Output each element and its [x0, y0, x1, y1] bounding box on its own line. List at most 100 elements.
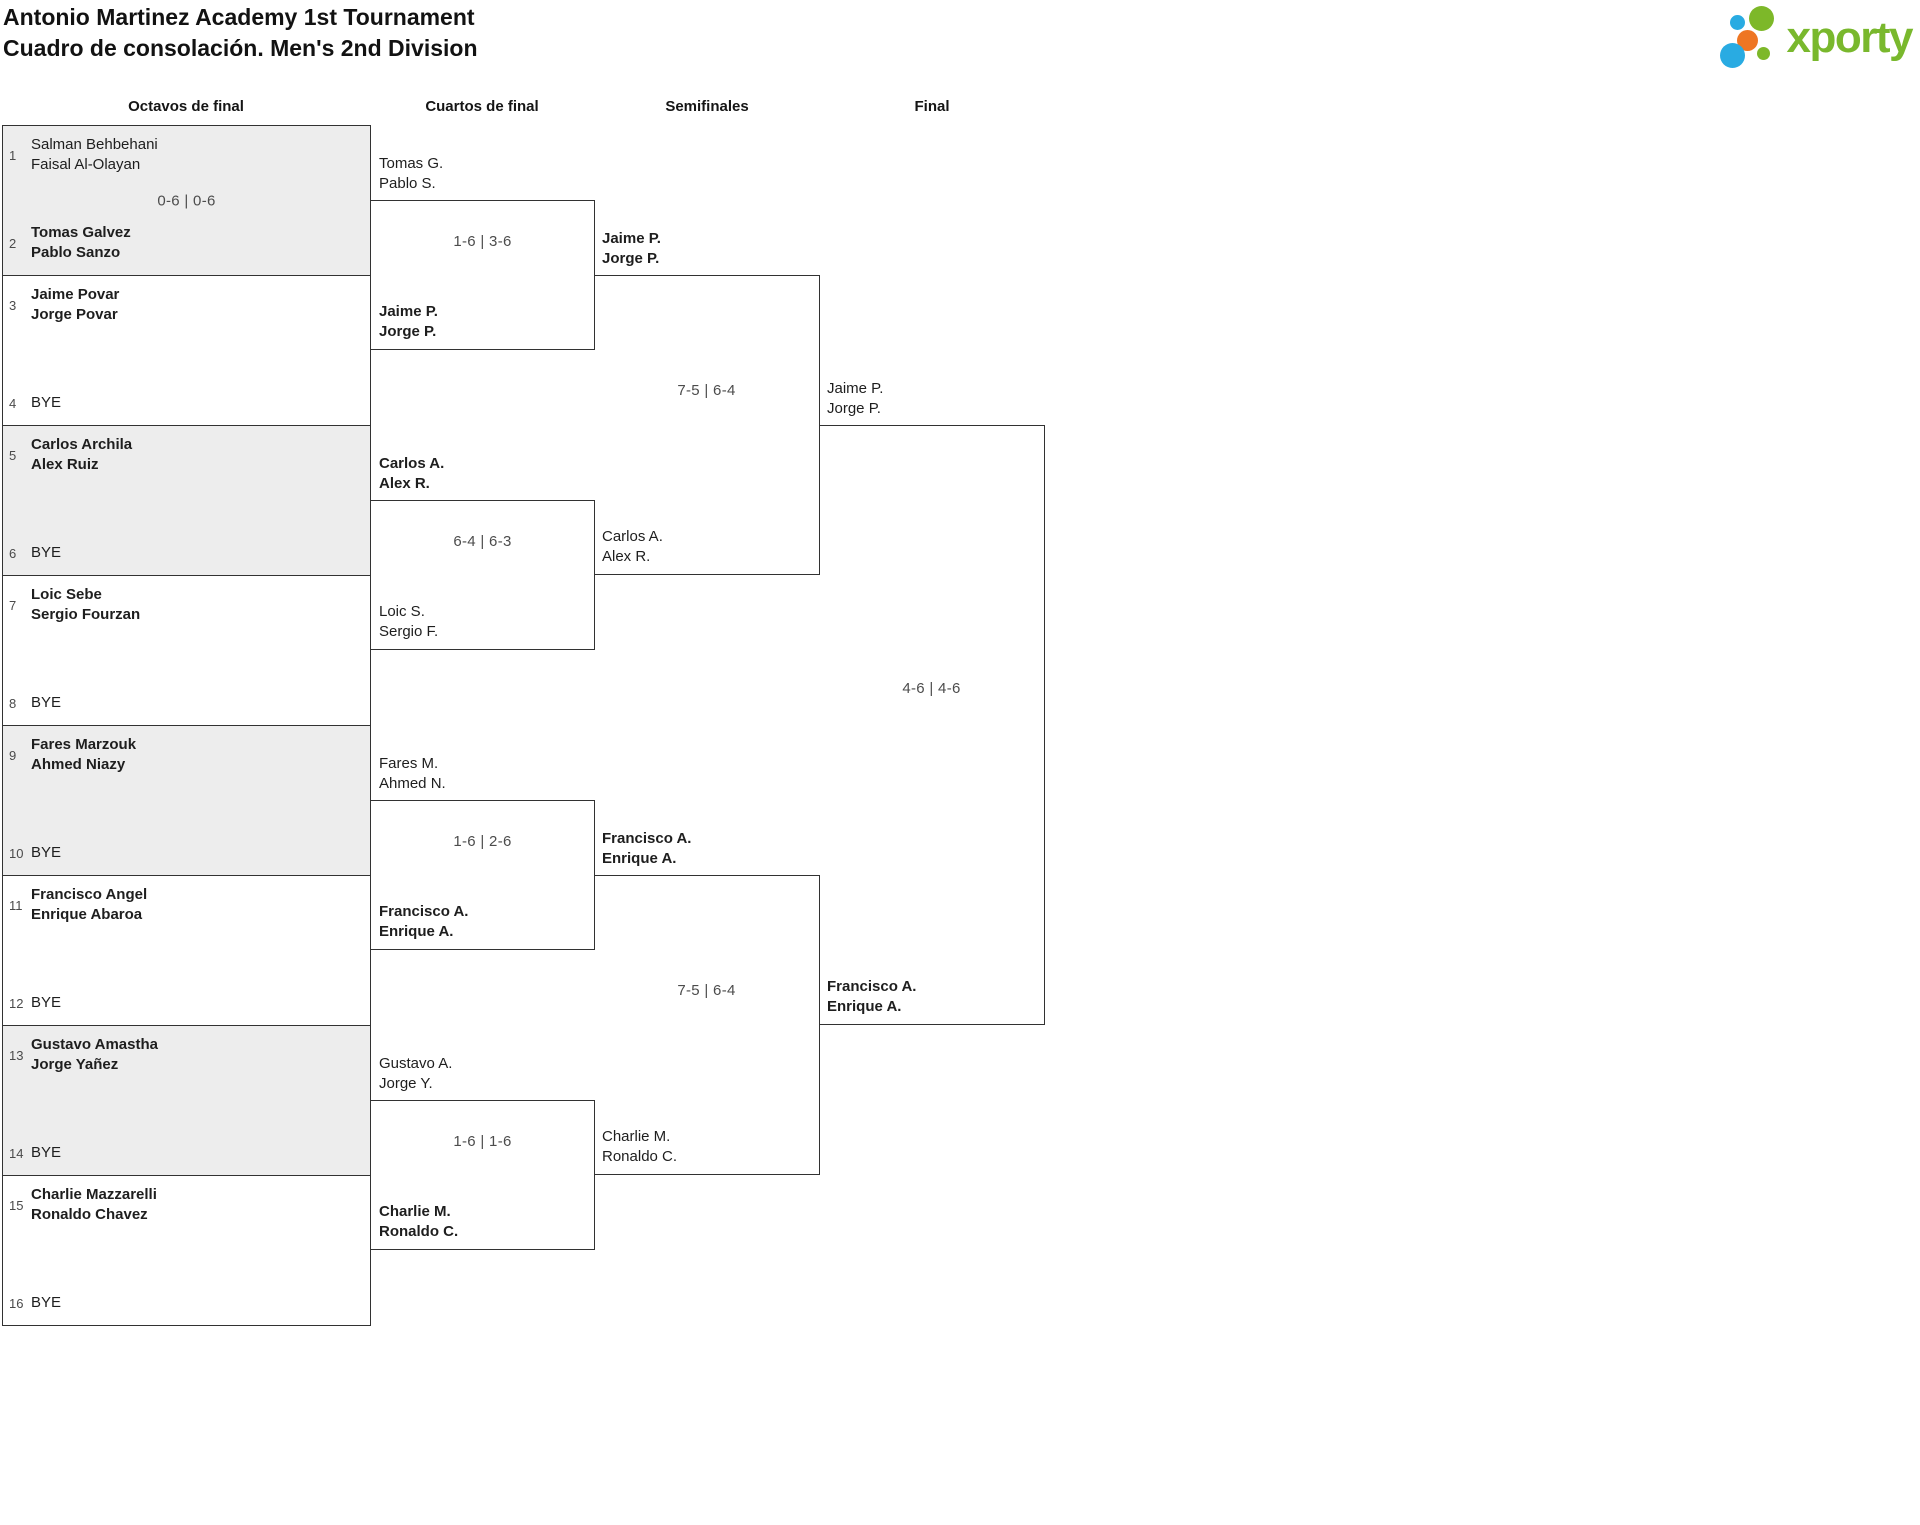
r16-m5-bottom-slot: 10 BYE — [3, 843, 370, 863]
match-score: 1-6 | 2-6 — [453, 833, 512, 850]
r16-m5-top-slot: 9 Fares Marzouk Ahmed Niazy — [3, 735, 370, 775]
r16-m2-top-slot: 3 Jaime Povar Jorge Povar — [3, 285, 370, 325]
player-name-line: Faisal Al-Olayan — [31, 156, 141, 173]
r16-m2-bottom-slot: 4 BYE — [3, 393, 370, 413]
team-name: Salman Behbehani Faisal Al-Olayan — [31, 135, 158, 175]
logo-dot-orange — [1736, 30, 1758, 51]
page-title: Antonio Martinez Academy 1st Tournament … — [3, 2, 478, 64]
player-name-line: Fares M. — [379, 755, 439, 772]
player-name-line: Francisco Angel — [31, 886, 148, 903]
round-header-octavos: Octavos de final — [128, 98, 244, 115]
r16-m1-bottom-slot: 2 Tomas Galvez Pablo Sanzo — [3, 223, 370, 263]
sf2-top-team: Francisco A. Enrique A. — [602, 829, 691, 869]
player-name-line: Francisco A. — [602, 830, 692, 847]
r16-match-8: 15 Charlie Mazzarelli Ronaldo Chavez 16 … — [2, 1175, 371, 1326]
team-name: Gustavo Amastha Jorge Yañez — [31, 1035, 158, 1075]
xporty-logo[interactable]: xporty — [1719, 5, 1914, 71]
title-line-1: Antonio Martinez Academy 1st Tournament — [3, 4, 475, 30]
player-name-line: BYE — [31, 394, 62, 411]
team-name: Tomas Galvez Pablo Sanzo — [31, 223, 131, 263]
logo-dot-blue-large — [1719, 43, 1745, 68]
player-name-line: Jaime P. — [602, 230, 661, 247]
seed-number: 6 — [9, 545, 17, 561]
r16-m4-bottom-slot: 8 BYE — [3, 693, 370, 713]
r16-match-4: 7 Loic Sebe Sergio Fourzan 8 BYE — [2, 575, 371, 725]
player-name-line: Francisco A. — [827, 978, 917, 995]
match-score: 1-6 | 1-6 — [453, 1133, 512, 1150]
seed-number: 2 — [9, 235, 17, 251]
player-name-line: Ronaldo C. — [379, 1223, 459, 1240]
r16-m4-top-slot: 7 Loic Sebe Sergio Fourzan — [3, 585, 370, 625]
match-score: 4-6 | 4-6 — [902, 680, 961, 697]
seed-number: 5 — [9, 447, 17, 463]
r16-match-3: 5 Carlos Archila Alex Ruiz 6 BYE — [2, 425, 371, 575]
team-name: Charlie Mazzarelli Ronaldo Chavez — [31, 1185, 157, 1225]
final-top-team: Jaime P. Jorge P. — [827, 379, 883, 419]
qf4-bottom-team: Charlie M. Ronaldo C. — [379, 1202, 458, 1242]
player-name-line: Enrique Abaroa — [31, 906, 143, 923]
player-name-line: BYE — [31, 1294, 62, 1311]
seed-number: 14 — [9, 1145, 24, 1161]
final-match: Jaime P. Jorge P. 4-6 | 4-6 Francisco A.… — [819, 380, 1045, 1025]
bye-label: BYE — [31, 543, 61, 563]
match-score: 1-6 | 3-6 — [453, 233, 512, 250]
player-name-line: Loic Sebe — [31, 586, 102, 603]
player-name-line: Jorge Y. — [379, 1075, 433, 1092]
seed-number: 12 — [9, 995, 24, 1011]
xporty-logo-text: xporty — [1786, 13, 1914, 62]
player-name-line: BYE — [31, 694, 62, 711]
bye-label: BYE — [31, 993, 61, 1013]
player-name-line: Enrique A. — [602, 850, 677, 867]
seed-number: 11 — [9, 897, 23, 913]
seed-number: 7 — [9, 597, 17, 613]
player-name-line: Alex Ruiz — [31, 456, 99, 473]
r16-m8-bottom-slot: 16 BYE — [3, 1293, 370, 1313]
qf-match-2: Carlos A. Alex R. 6-4 | 6-3 Loic S. Serg… — [370, 455, 595, 650]
sf2-bottom-team: Charlie M. Ronaldo C. — [602, 1127, 677, 1167]
seed-number: 16 — [9, 1295, 24, 1311]
seed-number: 10 — [9, 845, 24, 861]
bye-label: BYE — [31, 843, 61, 863]
sf1-bottom-team: Carlos A. Alex R. — [602, 527, 663, 567]
player-name-line: Jaime P. — [379, 303, 438, 320]
seed-number: 4 — [9, 395, 17, 411]
r16-m6-top-slot: 11 Francisco Angel Enrique Abaroa — [3, 885, 370, 925]
player-name-line: Jaime Povar — [31, 286, 120, 303]
qf2-top-team: Carlos A. Alex R. — [379, 454, 444, 494]
match-score: 7-5 | 6-4 — [677, 382, 736, 399]
player-name-line: BYE — [31, 1144, 62, 1161]
player-name-line: Tomas G. — [379, 155, 444, 172]
match-score: 7-5 | 6-4 — [677, 982, 736, 999]
player-name-line: Carlos A. — [379, 455, 445, 472]
player-name-line: Fares Marzouk — [31, 736, 137, 753]
qf-match-3: Fares M. Ahmed N. 1-6 | 2-6 Francisco A.… — [370, 755, 595, 950]
seed-number: 13 — [9, 1047, 24, 1063]
r16-m7-top-slot: 13 Gustavo Amastha Jorge Yañez — [3, 1035, 370, 1075]
r16-match-2: 3 Jaime Povar Jorge Povar 4 BYE — [2, 275, 371, 425]
player-name-line: Jorge Povar — [31, 306, 118, 323]
seed-number: 3 — [9, 297, 17, 313]
seed-number: 8 — [9, 695, 17, 711]
team-name: Jaime Povar Jorge Povar — [31, 285, 119, 325]
seed-number: 15 — [9, 1197, 24, 1213]
qf1-bottom-team: Jaime P. Jorge P. — [379, 302, 438, 342]
team-name: Fares Marzouk Ahmed Niazy — [31, 735, 136, 775]
player-name-line: BYE — [31, 844, 62, 861]
qf4-top-team: Gustavo A. Jorge Y. — [379, 1054, 452, 1094]
player-name-line: Charlie Mazzarelli — [31, 1186, 157, 1203]
r16-match-5: 9 Fares Marzouk Ahmed Niazy 10 BYE — [2, 725, 371, 875]
player-name-line: Loic S. — [379, 603, 425, 620]
player-name-line: Gustavo Amastha — [31, 1036, 158, 1053]
player-name-line: Carlos Archila — [31, 436, 133, 453]
qf-match-1: Tomas G. Pablo S. 1-6 | 3-6 Jaime P. Jor… — [370, 155, 595, 350]
player-name-line: Enrique A. — [379, 923, 454, 940]
r16-m8-top-slot: 15 Charlie Mazzarelli Ronaldo Chavez — [3, 1185, 370, 1225]
player-name-line: Ronaldo C. — [602, 1148, 678, 1165]
player-name-line: Sergio F. — [379, 623, 439, 640]
player-name-line: Jorge P. — [827, 400, 881, 417]
seed-number: 1 — [9, 147, 17, 163]
r16-m3-bottom-slot: 6 BYE — [3, 543, 370, 563]
round-header-semifinales: Semifinales — [665, 98, 749, 115]
title-line-2: Cuadro de consolación. Men's 2nd Divisio… — [3, 35, 478, 61]
round-header-cuartos: Cuartos de final — [425, 98, 539, 115]
